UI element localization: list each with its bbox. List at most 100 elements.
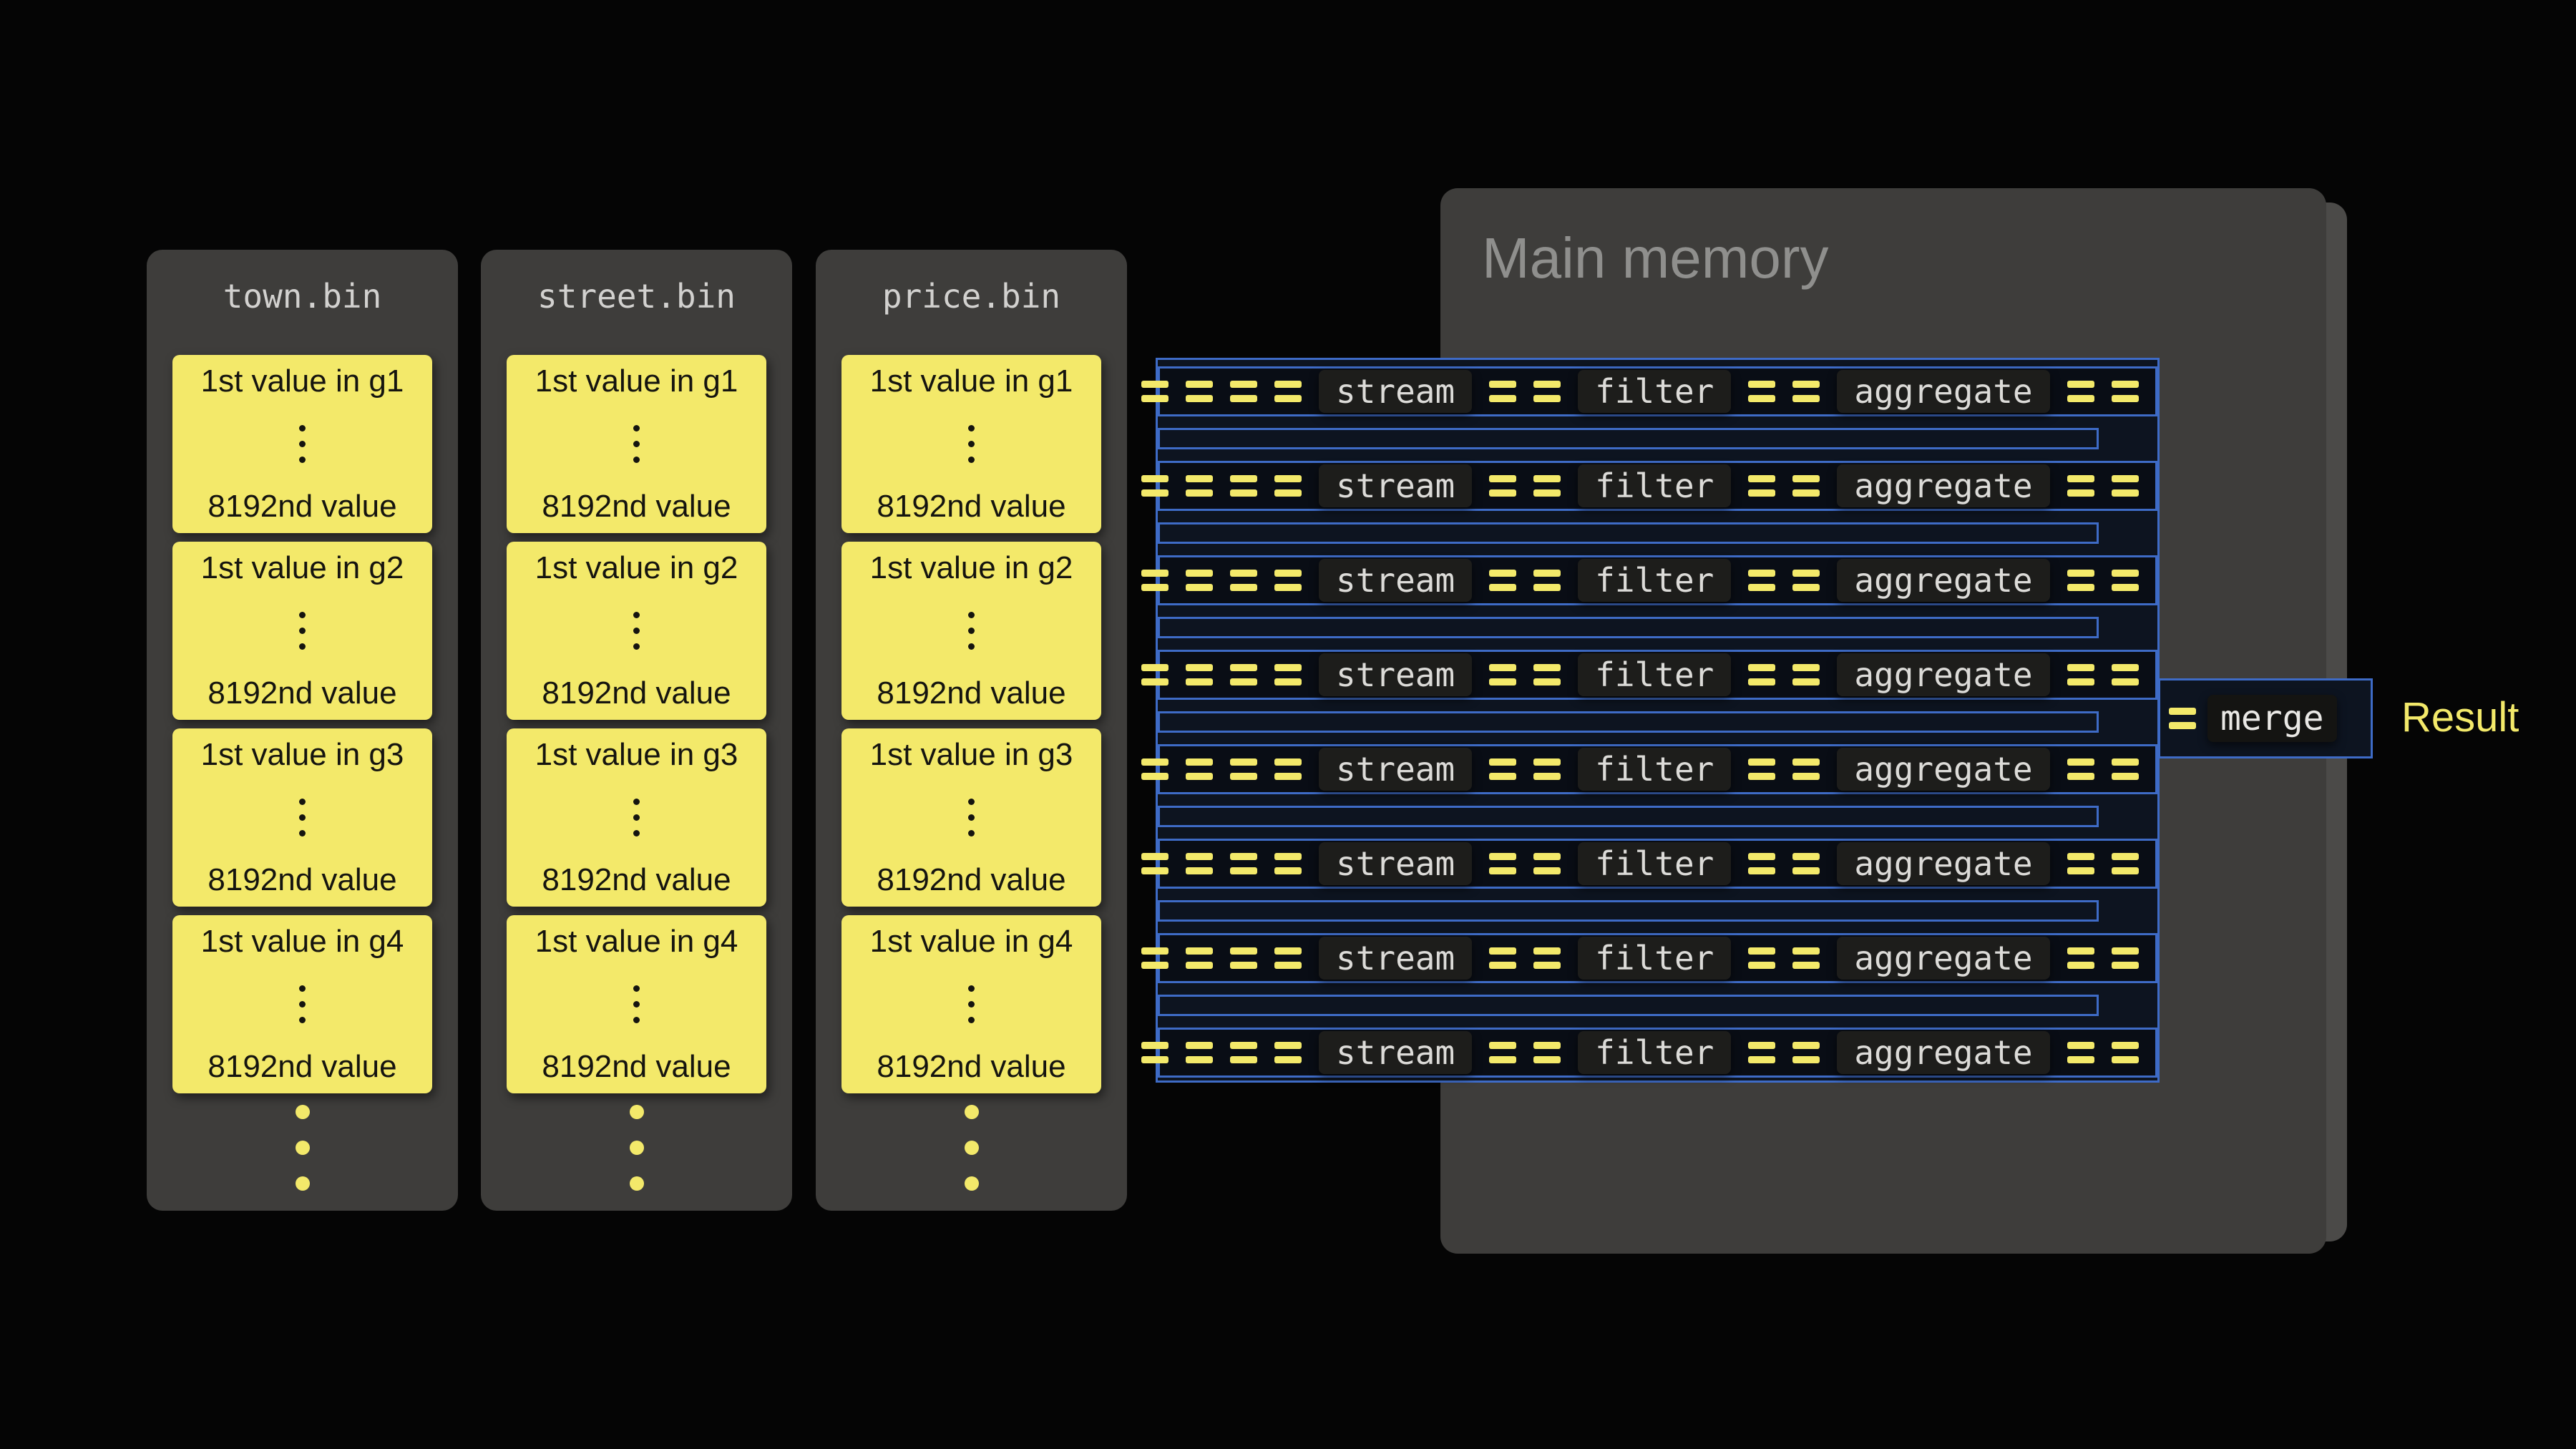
- dot: [633, 1017, 640, 1023]
- dash-icon: [1230, 664, 1257, 686]
- group-last-value: 8192nd value: [877, 675, 1066, 711]
- dash-icon: [2169, 708, 2196, 729]
- dash-icon: [1186, 570, 1213, 591]
- vertical-ellipsis-icon: [968, 799, 975, 836]
- dot: [299, 814, 306, 821]
- vertical-ellipsis-icon: [968, 425, 975, 463]
- dash-icon: [1141, 947, 1169, 969]
- more-groups-ellipsis-icon: [481, 1105, 792, 1191]
- dot: [968, 1001, 975, 1008]
- dash-icon: [2112, 664, 2139, 686]
- file-name: street.bin: [537, 277, 736, 316]
- dot: [629, 1176, 644, 1191]
- dot: [968, 612, 975, 618]
- dash-icon: [1792, 947, 1820, 969]
- group-last-value: 8192nd value: [208, 489, 397, 524]
- group-first-value: 1st value in g2: [869, 550, 1073, 585]
- file-name: price.bin: [882, 277, 1061, 316]
- stage-box-aggregate: aggregate: [1837, 370, 2050, 413]
- dash-icon: [1141, 570, 1169, 591]
- group-first-value: 1st value in g3: [869, 737, 1073, 772]
- dot: [633, 457, 640, 463]
- dash-icon: [1274, 1042, 1302, 1063]
- dash-icon: [1186, 664, 1213, 686]
- dash-icon: [2112, 1042, 2139, 1063]
- group-first-value: 1st value in g4: [869, 924, 1073, 959]
- stage-box-aggregate: aggregate: [1837, 464, 2050, 507]
- dot: [968, 425, 975, 431]
- dot: [964, 1105, 979, 1119]
- stage-box-filter: filter: [1578, 559, 1732, 602]
- dash-icon: [1792, 853, 1820, 874]
- stage-box-stream: stream: [1319, 842, 1473, 885]
- dash-icon: [1748, 381, 1775, 402]
- dash-icon: [1489, 475, 1516, 497]
- dot: [968, 814, 975, 821]
- dash-icon: [1792, 475, 1820, 497]
- stage-box-stream: stream: [1319, 464, 1473, 507]
- stage-box-stream: stream: [1319, 559, 1473, 602]
- more-groups-ellipsis-icon: [816, 1105, 1127, 1191]
- dot: [299, 457, 306, 463]
- vertical-ellipsis-icon: [968, 612, 975, 650]
- group-last-value: 8192nd value: [542, 675, 731, 711]
- vertical-ellipsis-icon: [299, 985, 306, 1023]
- stage-box-stream: stream: [1319, 937, 1473, 980]
- dash-icon: [1792, 664, 1820, 686]
- dash-icon: [1230, 853, 1257, 874]
- dash-icon: [1141, 664, 1169, 686]
- dash-icon: [1141, 1042, 1169, 1063]
- group-first-value: 1st value in g4: [535, 924, 738, 959]
- pipeline-gap-lane: [1158, 617, 2099, 638]
- dash-icon: [1141, 758, 1169, 780]
- dash-icon: [2112, 381, 2139, 402]
- pipeline-gap-lane: [1158, 522, 2099, 544]
- dash-icon: [2112, 475, 2139, 497]
- stage-box-filter: filter: [1578, 1031, 1732, 1074]
- vertical-ellipsis-icon: [299, 799, 306, 836]
- dot: [964, 1141, 979, 1155]
- value-group-3: 1st value in g3 8192nd value: [172, 728, 432, 907]
- dot: [968, 628, 975, 634]
- group-last-value: 8192nd value: [208, 862, 397, 897]
- dot: [964, 1176, 979, 1191]
- dot: [968, 643, 975, 650]
- group-first-value: 1st value in g3: [200, 737, 404, 772]
- pipeline-gap-lane: [1158, 711, 2099, 733]
- dash-icon: [1230, 947, 1257, 969]
- group-first-value: 1st value in g1: [200, 364, 404, 399]
- dash-icon: [1186, 853, 1213, 874]
- dash-icon: [1186, 381, 1213, 402]
- group-last-value: 8192nd value: [208, 1049, 397, 1084]
- dash-icon: [2067, 570, 2094, 591]
- pipeline-gap-lane: [1158, 806, 2099, 827]
- dash-icon: [1748, 1042, 1775, 1063]
- dash-icon: [1748, 664, 1775, 686]
- dot: [295, 1105, 310, 1119]
- dot: [633, 425, 640, 431]
- group-last-value: 8192nd value: [877, 489, 1066, 524]
- more-groups-ellipsis-icon: [147, 1105, 458, 1191]
- group-last-value: 8192nd value: [542, 489, 731, 524]
- dash-icon: [1792, 381, 1820, 402]
- dot: [968, 799, 975, 805]
- dot: [968, 457, 975, 463]
- stage-box-aggregate: aggregate: [1837, 653, 2050, 696]
- group-last-value: 8192nd value: [877, 1049, 1066, 1084]
- dash-icon: [2067, 381, 2094, 402]
- dash-icon: [1230, 570, 1257, 591]
- vertical-ellipsis-icon: [633, 985, 640, 1023]
- stage-box-aggregate: aggregate: [1837, 937, 2050, 980]
